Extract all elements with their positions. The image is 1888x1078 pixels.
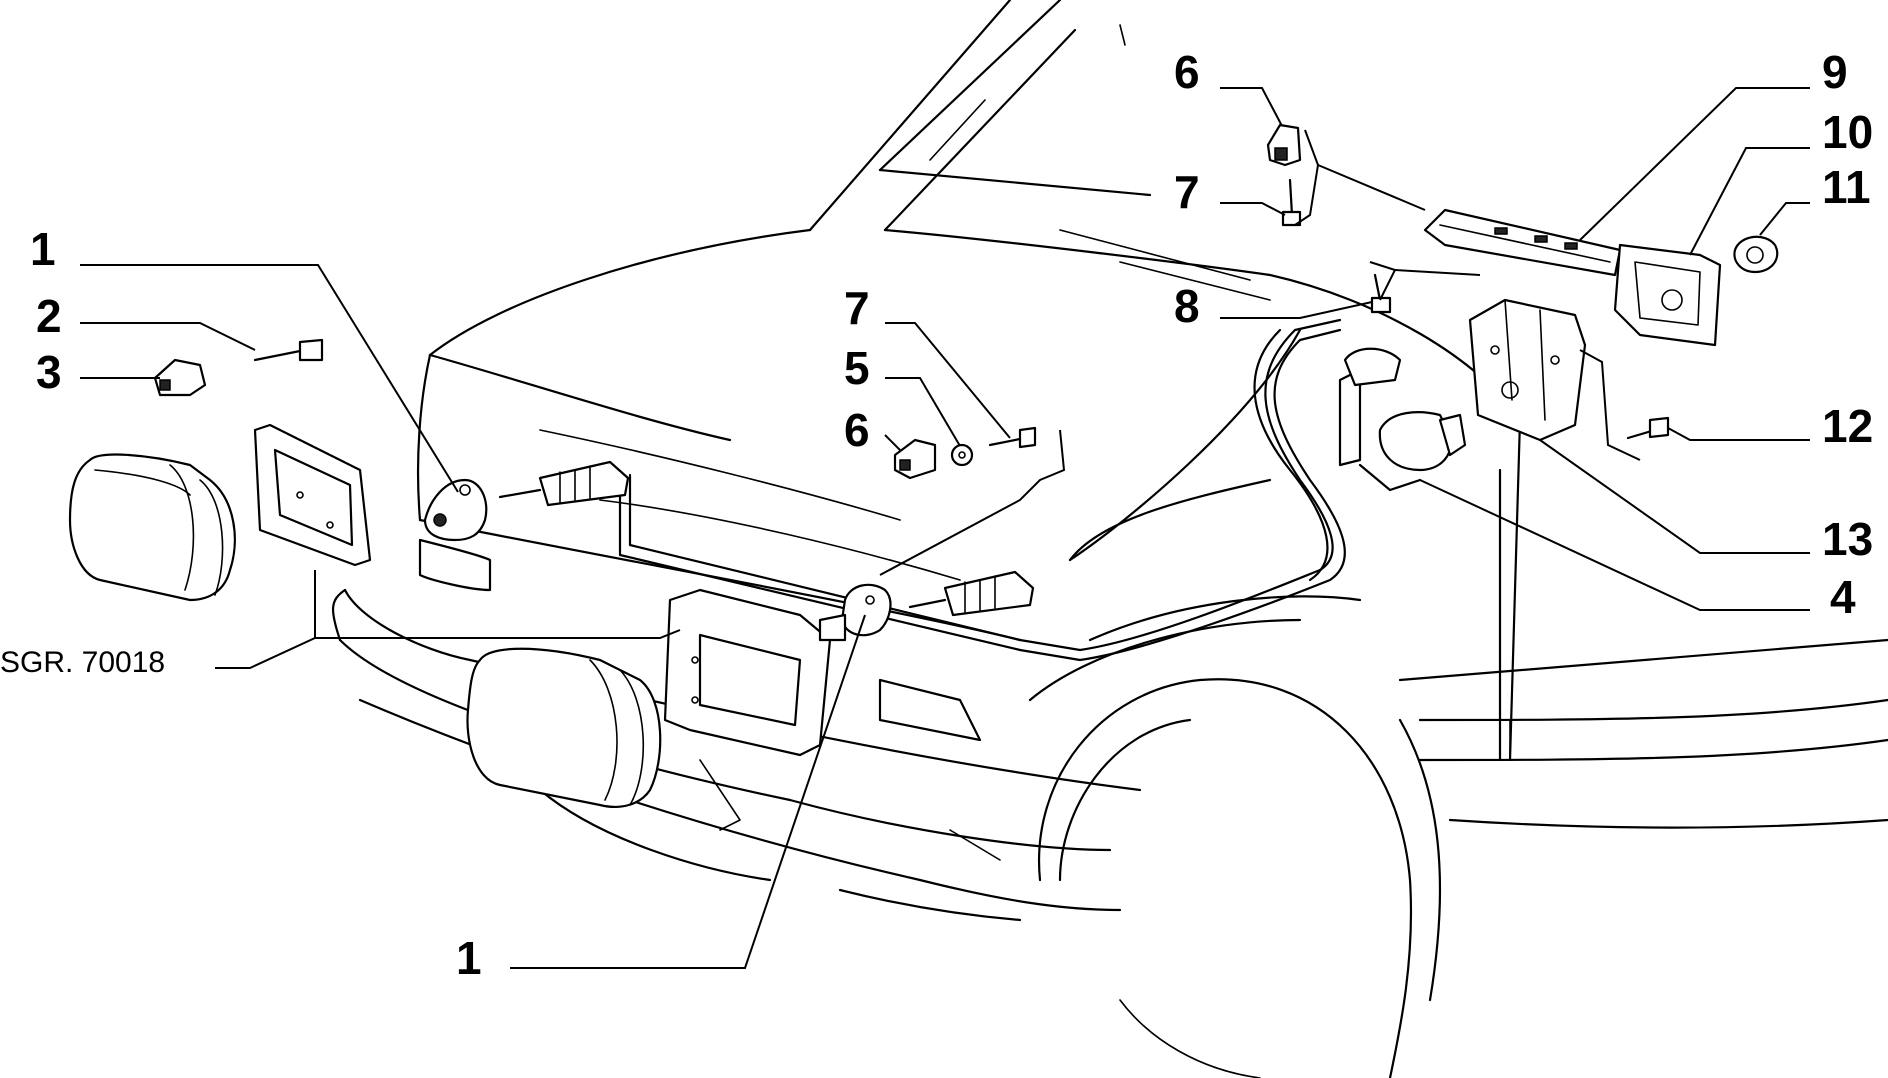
callout-1-bottom: 1: [456, 932, 482, 984]
part-6-clip-top: [1266, 123, 1302, 167]
callout-13: 13: [1822, 513, 1873, 565]
callout-9: 9: [1822, 46, 1848, 98]
washer-nozzle-right: [908, 570, 1035, 617]
callout-6-mid: 6: [844, 404, 870, 456]
part-12-screw: [1626, 416, 1670, 440]
callout-2: 2: [36, 290, 62, 342]
left-lamp-bracket: [253, 423, 372, 567]
part-1-clip-top: [423, 478, 488, 542]
part-7-screw-top: [1281, 178, 1302, 227]
part-13-bracket: [1468, 298, 1587, 442]
callout-labels: 1 2 3 7 5 6 6 7 8 9 10 11 12 13 4 1 SGR.…: [0, 46, 1873, 984]
center-lamp-bracket: [663, 588, 832, 757]
reference-code: SGR. 70018: [0, 646, 165, 679]
callout-8: 8: [1174, 280, 1200, 332]
callout-11: 11: [1822, 161, 1871, 213]
callout-3: 3: [36, 346, 62, 398]
washer-nozzle-left: [498, 460, 630, 507]
callout-12: 12: [1822, 400, 1873, 452]
callout-4: 4: [1830, 571, 1856, 623]
part-9-bracket: [1423, 208, 1622, 277]
part-10-cover: [1613, 243, 1722, 347]
part-4-pump: [1338, 347, 1467, 492]
part-3-clip: [153, 358, 207, 397]
callout-1-top: 1: [30, 223, 56, 275]
left-fog-lamp: [68, 453, 236, 602]
part-11-knob: [1733, 235, 1779, 274]
callout-6-top: 6: [1174, 46, 1200, 98]
callout-10: 10: [1822, 106, 1873, 158]
car-body: [332, 0, 1888, 1078]
callout-5: 5: [844, 342, 870, 394]
part-8-screw: [1370, 273, 1392, 314]
leader-lines: [80, 87, 1810, 969]
center-fog-lamp: [466, 647, 662, 808]
callout-7-mid: 7: [844, 282, 870, 334]
part-7-screw-mid: [988, 426, 1037, 449]
part-6-clip-mid: [893, 438, 937, 480]
part-2-bolt: [253, 338, 324, 362]
callout-7-top: 7: [1174, 166, 1200, 218]
part-5-washer: [950, 443, 974, 467]
part-1-clip-bottom: [818, 583, 892, 642]
